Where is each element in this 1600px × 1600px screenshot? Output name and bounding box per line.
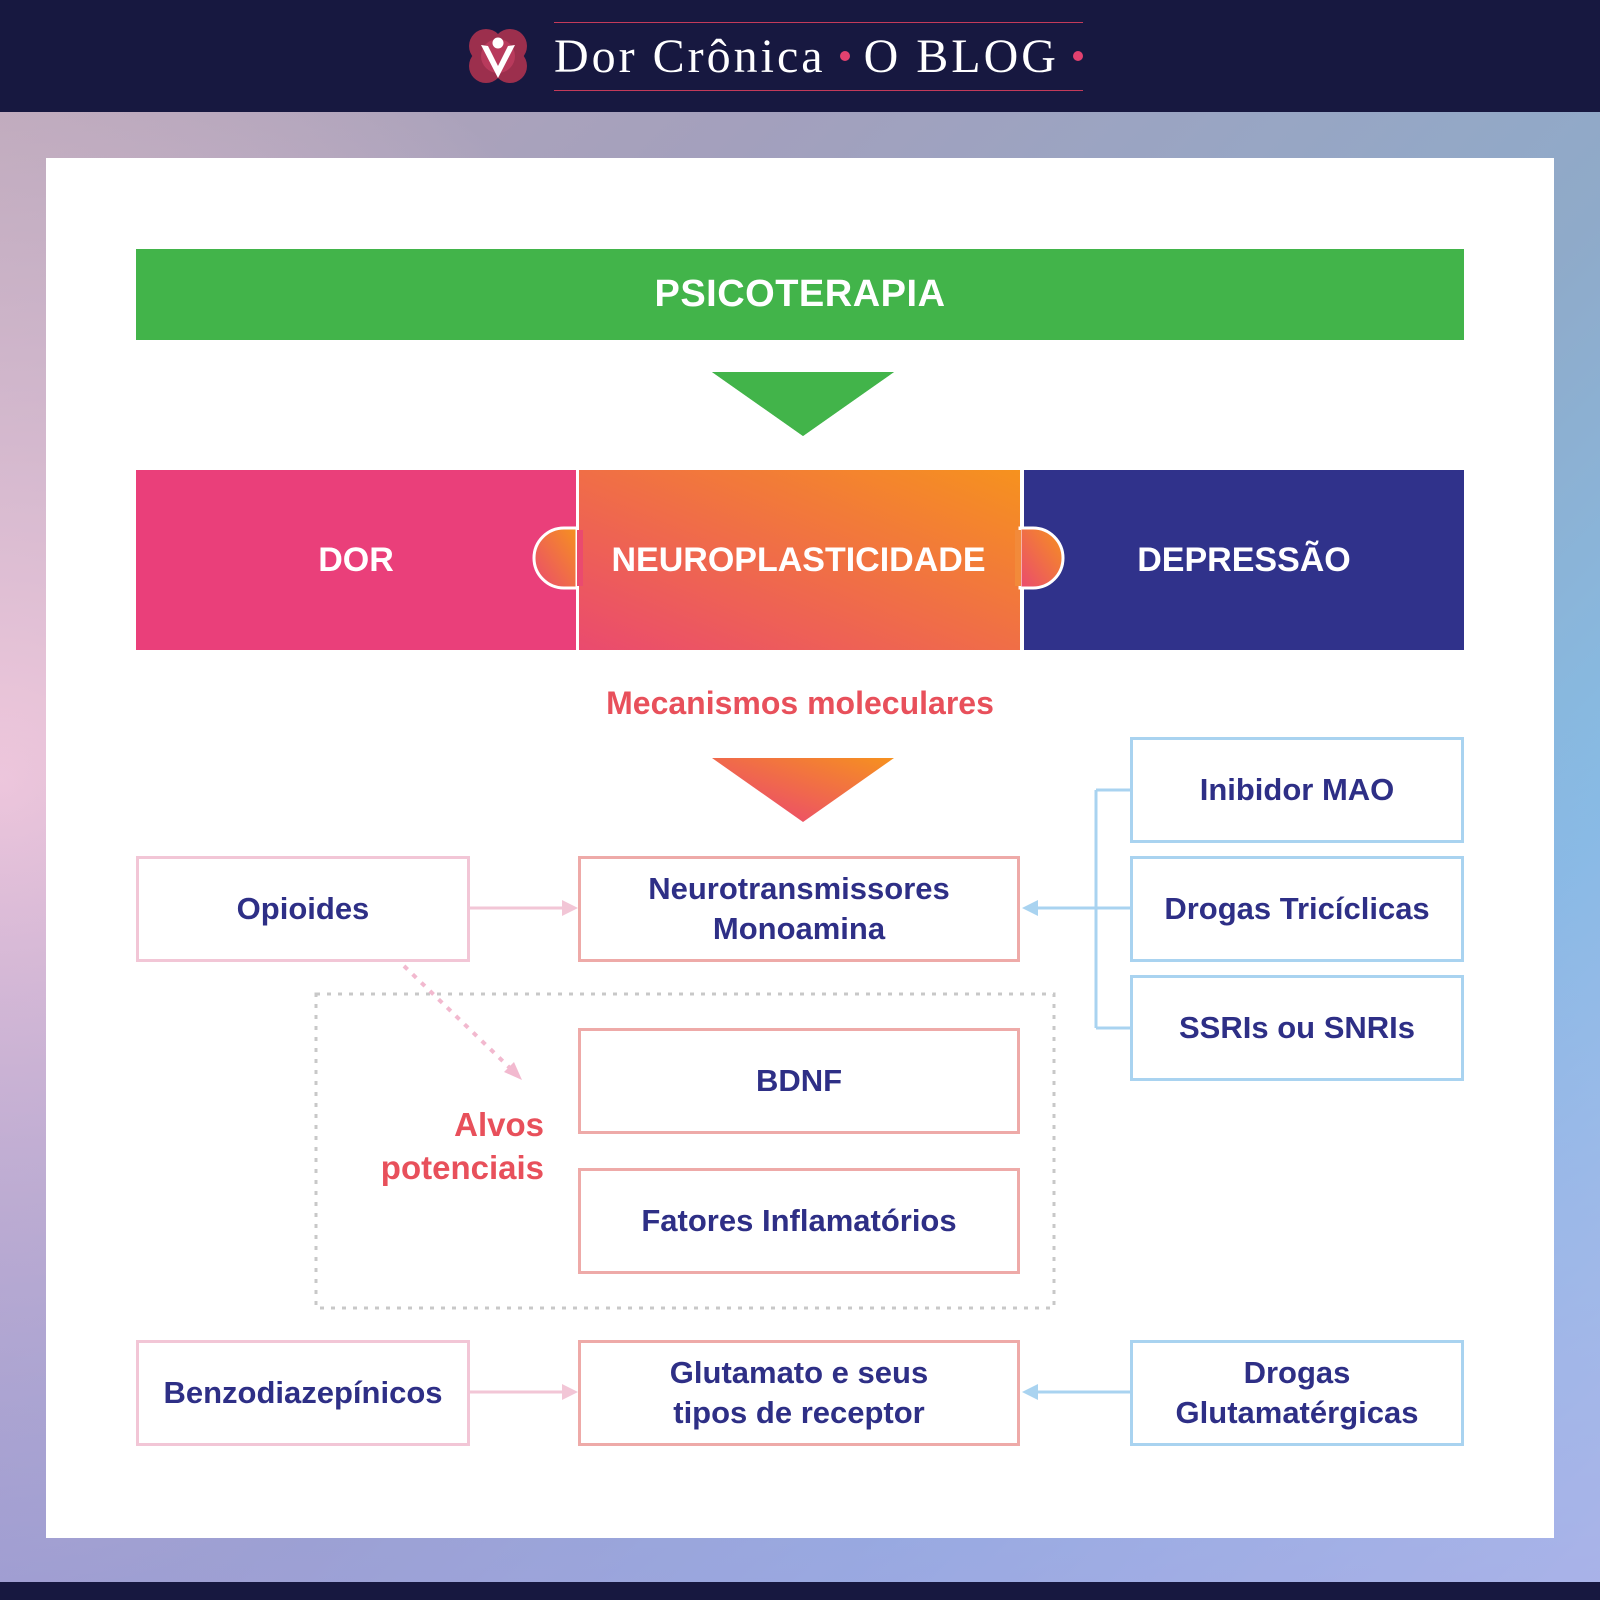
box-neurotransmissores: Neurotransmissores Monoamina [578,856,1020,962]
heart-person-icon [469,29,527,83]
box-ssris-snris: SSRIs ou SNRIs [1130,975,1464,1081]
segments-background [136,470,1464,650]
brand-name: Dor Crônica [554,29,826,83]
header-bar [0,0,1600,112]
box-glutamato: Glutamato e seus tipos de receptor [578,1340,1020,1446]
box-fatores-inflamatorios: Fatores Inflamatórios [578,1168,1020,1274]
potential-targets-label: Alvos potenciais [330,1104,544,1190]
mechanisms-label: Mecanismos moleculares [606,684,994,721]
box-bdnf: BDNF [578,1028,1020,1134]
box-benzodiazepinicos: Benzodiazepínicos [136,1340,470,1446]
chevron-down-icon [712,758,894,822]
separator-dot [839,51,850,61]
segment-neuroplasticidade: NEUROPLASTICIDADE [611,540,986,579]
box-neurotransmissores-line2: Monoamina [712,911,886,946]
box-neurotransmissores-line1: Neurotransmissores [648,870,950,906]
brand-title: Dor Crônica O BLOG [554,21,1083,91]
brand[interactable]: Dor Crônica O BLOG [464,21,1083,91]
segment-depressao: DEPRESSÃO [1137,540,1351,579]
separator-dot [1072,51,1083,61]
box-glutamato-line2: tipos de receptor [673,1395,925,1430]
banner-psicoterapia: PSICOTERAPIA [136,249,1464,340]
box-drogas-glutamatergicas-line2: Glutamatérgicas [1175,1395,1419,1430]
chevron-down-icon [712,372,894,436]
box-drogas-glutamatergicas: Drogas Glutamatérgicas [1130,1340,1464,1446]
footer-bar [0,1582,1600,1600]
box-drogas-triciclicas: Drogas Tricíclicas [1130,856,1464,962]
potential-targets-line1: Alvos [454,1106,544,1143]
segment-dor: DOR [318,540,394,579]
box-inibidor-mao: Inibidor MAO [1130,737,1464,843]
potential-targets-line2: potenciais [380,1148,544,1186]
box-opioides: Opioides [136,856,470,962]
box-drogas-glutamatergicas-line1: Drogas [1243,1354,1351,1390]
brand-suffix: O BLOG [863,29,1059,83]
box-glutamato-line1: Glutamato e seus [669,1354,929,1390]
